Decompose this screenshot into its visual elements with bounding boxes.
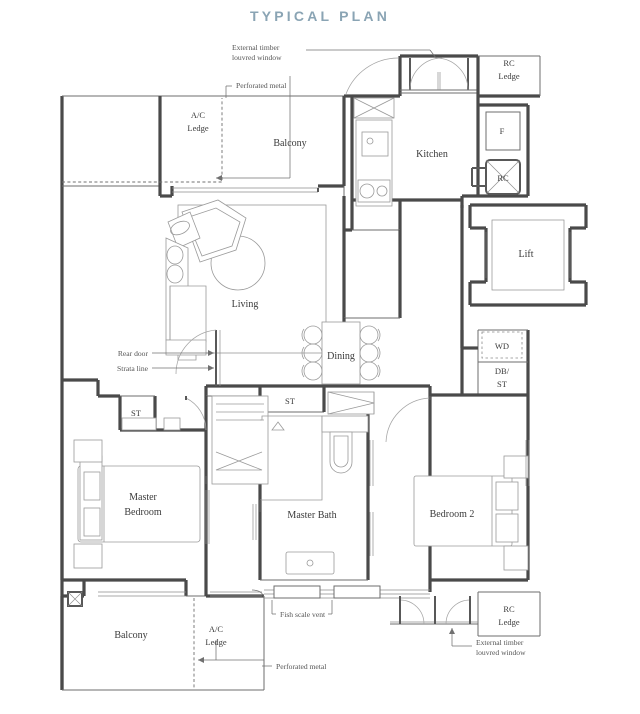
dining-furniture xyxy=(301,321,381,385)
room-label-ac-ledge-bottom-line2: Ledge xyxy=(205,637,226,647)
room-label-dining: Dining xyxy=(327,351,355,362)
room-labels: Balcony A/C Ledge Kitchen Living Dining … xyxy=(114,110,533,647)
room-label-master-bath: Master Bath xyxy=(287,510,336,521)
room-label-lift: Lift xyxy=(519,249,534,260)
service-box-labels: RC Ledge F RC WD DB/ ST ST ST RC Ledge xyxy=(131,58,520,627)
room-label-ac-ledge-top-line2: Ledge xyxy=(187,123,208,133)
label-water-down-pipe: WD xyxy=(495,341,509,351)
room-label-master-bedroom-line2: Bedroom xyxy=(124,507,161,518)
label-rc-ledge-top-line2: Ledge xyxy=(498,71,519,81)
annotation-ext-timber-window-top-line2: louvred window xyxy=(232,53,282,62)
entry-doors xyxy=(345,57,469,95)
master-bath-fixtures xyxy=(205,415,374,575)
annotation-perforated-metal-bottom: Perforated metal xyxy=(276,662,326,671)
annotation-strata-line: Strata line xyxy=(117,364,149,373)
bedroom2-furniture xyxy=(385,396,530,571)
master-wardrobe xyxy=(205,395,269,485)
room-label-living: Living xyxy=(232,299,259,310)
label-db-st-line1: DB/ xyxy=(495,366,510,376)
bottom-balcony xyxy=(67,585,471,690)
annotation-perforated-metal-top: Perforated metal xyxy=(236,81,286,90)
page-title: TYPICAL PLAN xyxy=(249,8,391,24)
label-rc-ledge-top-line1: RC xyxy=(503,58,515,68)
kitchen-fittings xyxy=(353,97,395,207)
master-bedroom-furniture xyxy=(73,396,207,569)
room-label-balcony-bottom: Balcony xyxy=(114,630,147,641)
annotation-ext-timber-window-bottom-line1: External timber xyxy=(476,638,524,647)
room-label-bedroom-2: Bedroom 2 xyxy=(430,509,475,520)
label-fire-hose-reel: F xyxy=(500,126,505,136)
room-label-master-bedroom-line1: Master xyxy=(129,492,157,503)
annotation-ext-timber-window-top-line1: External timber xyxy=(232,43,280,52)
label-rc-ledge-bottom-line1: RC xyxy=(503,604,515,614)
room-label-ac-ledge-bottom-line1: A/C xyxy=(209,624,224,634)
structural-walls xyxy=(60,54,588,691)
living-furniture xyxy=(165,199,327,361)
store-middle xyxy=(327,391,375,415)
label-db-st-line2: ST xyxy=(497,379,508,389)
annotation-rear-door: Rear door xyxy=(118,349,149,358)
annotation-ext-timber-window-bottom-line2: louvred window xyxy=(476,648,526,657)
ac-ledge-top xyxy=(62,76,291,183)
annotation-labels: External timber louvred window Perforate… xyxy=(117,43,526,671)
annotation-leaders xyxy=(152,49,472,667)
rear-door-zone xyxy=(175,329,221,386)
room-label-kitchen: Kitchen xyxy=(416,149,448,160)
label-rc-ledge-bottom-line2: Ledge xyxy=(498,617,519,627)
label-store-left: ST xyxy=(131,408,142,418)
label-store-middle: ST xyxy=(285,396,296,406)
label-refuse-chute: RC xyxy=(497,173,509,183)
room-label-ac-ledge-top-line1: A/C xyxy=(191,110,206,120)
service-shafts xyxy=(471,111,523,359)
annotation-fish-scale-vent: Fish scale vent xyxy=(280,610,326,619)
room-label-balcony-top: Balcony xyxy=(273,138,306,149)
